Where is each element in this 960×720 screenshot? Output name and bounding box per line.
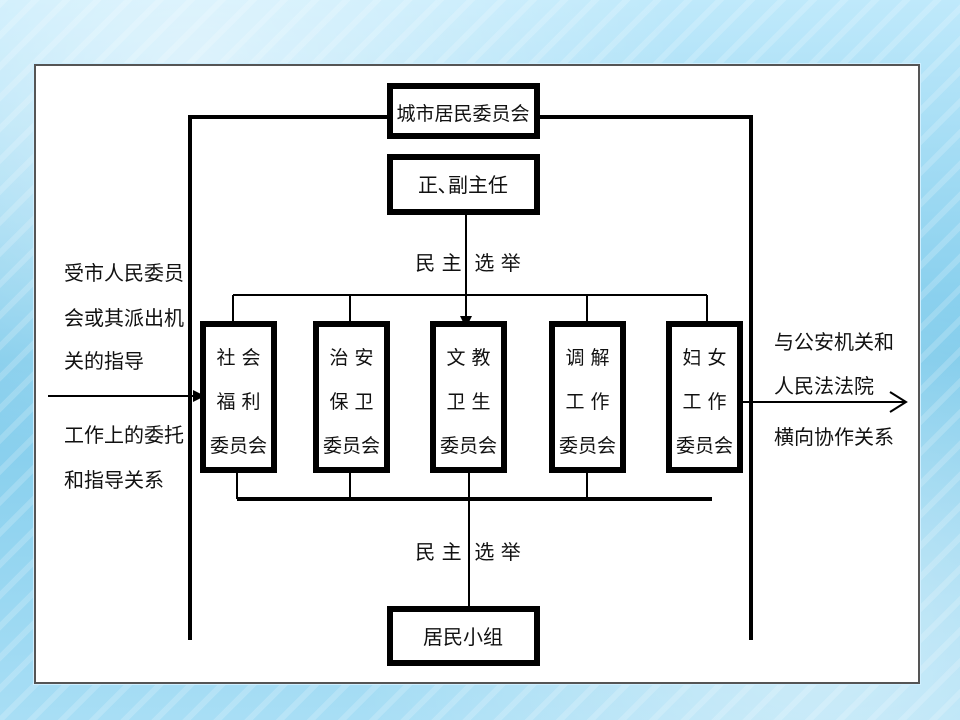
election-label-lower: 民 主 选 举 <box>415 540 520 564</box>
committee-label: 委员会 <box>210 435 267 457</box>
committee-label: 委员会 <box>559 435 616 457</box>
left-text-line: 和指导关系 <box>64 468 164 492</box>
left-text-line: 受市人民委员 <box>64 261 184 285</box>
election-label-upper: 民 主 选 举 <box>415 251 520 275</box>
frame-left-line <box>188 115 390 640</box>
city-committee-label: 城市居民委员会 <box>396 103 529 125</box>
committee-label: 治 安 <box>329 347 373 369</box>
committee-box <box>200 321 277 473</box>
resident-group-box <box>387 606 540 666</box>
arrow-head-right <box>889 391 908 413</box>
left-text-line: 会或其派出机 <box>64 306 184 330</box>
left-text-line: 工作上的委托 <box>64 423 184 447</box>
committee-box <box>313 321 390 473</box>
committee-box <box>430 321 507 473</box>
committee-label: 工 作 <box>565 391 609 413</box>
committee-label: 委员会 <box>676 435 733 457</box>
committee-label: 调 解 <box>565 347 609 369</box>
committee-label: 委员会 <box>323 435 380 457</box>
committee-label: 保 卫 <box>329 391 373 413</box>
committee-label: 妇 女 <box>682 347 726 369</box>
city-committee-box <box>387 83 540 139</box>
committee-label: 文 教 <box>446 347 490 369</box>
right-text-line: 人民法法院 <box>774 374 874 398</box>
committee-label: 卫 生 <box>446 391 490 413</box>
director-label: 正､副主任 <box>418 173 508 197</box>
committee-label: 社 会 <box>216 347 260 369</box>
committee-box <box>666 321 743 473</box>
left-guidance-text: 受市人民委员 会或其派出机 关的指导 工作上的委托 和指导关系 <box>64 261 184 492</box>
right-text-line: 与公安机关和 <box>774 330 894 354</box>
left-text-line: 关的指导 <box>64 349 144 373</box>
committee-label: 福 利 <box>216 391 260 413</box>
right-text-line: 横向协作关系 <box>774 425 894 449</box>
committee-label: 工 作 <box>682 391 726 413</box>
committee-box <box>549 321 626 473</box>
director-box <box>387 154 540 215</box>
arrow-head-left <box>193 390 205 402</box>
frame-right-line <box>537 115 753 640</box>
committee-label: 委员会 <box>440 435 497 457</box>
right-coop-text: 与公安机关和 人民法法院 横向协作关系 <box>774 330 894 449</box>
resident-group-label: 居民小组 <box>423 625 503 649</box>
